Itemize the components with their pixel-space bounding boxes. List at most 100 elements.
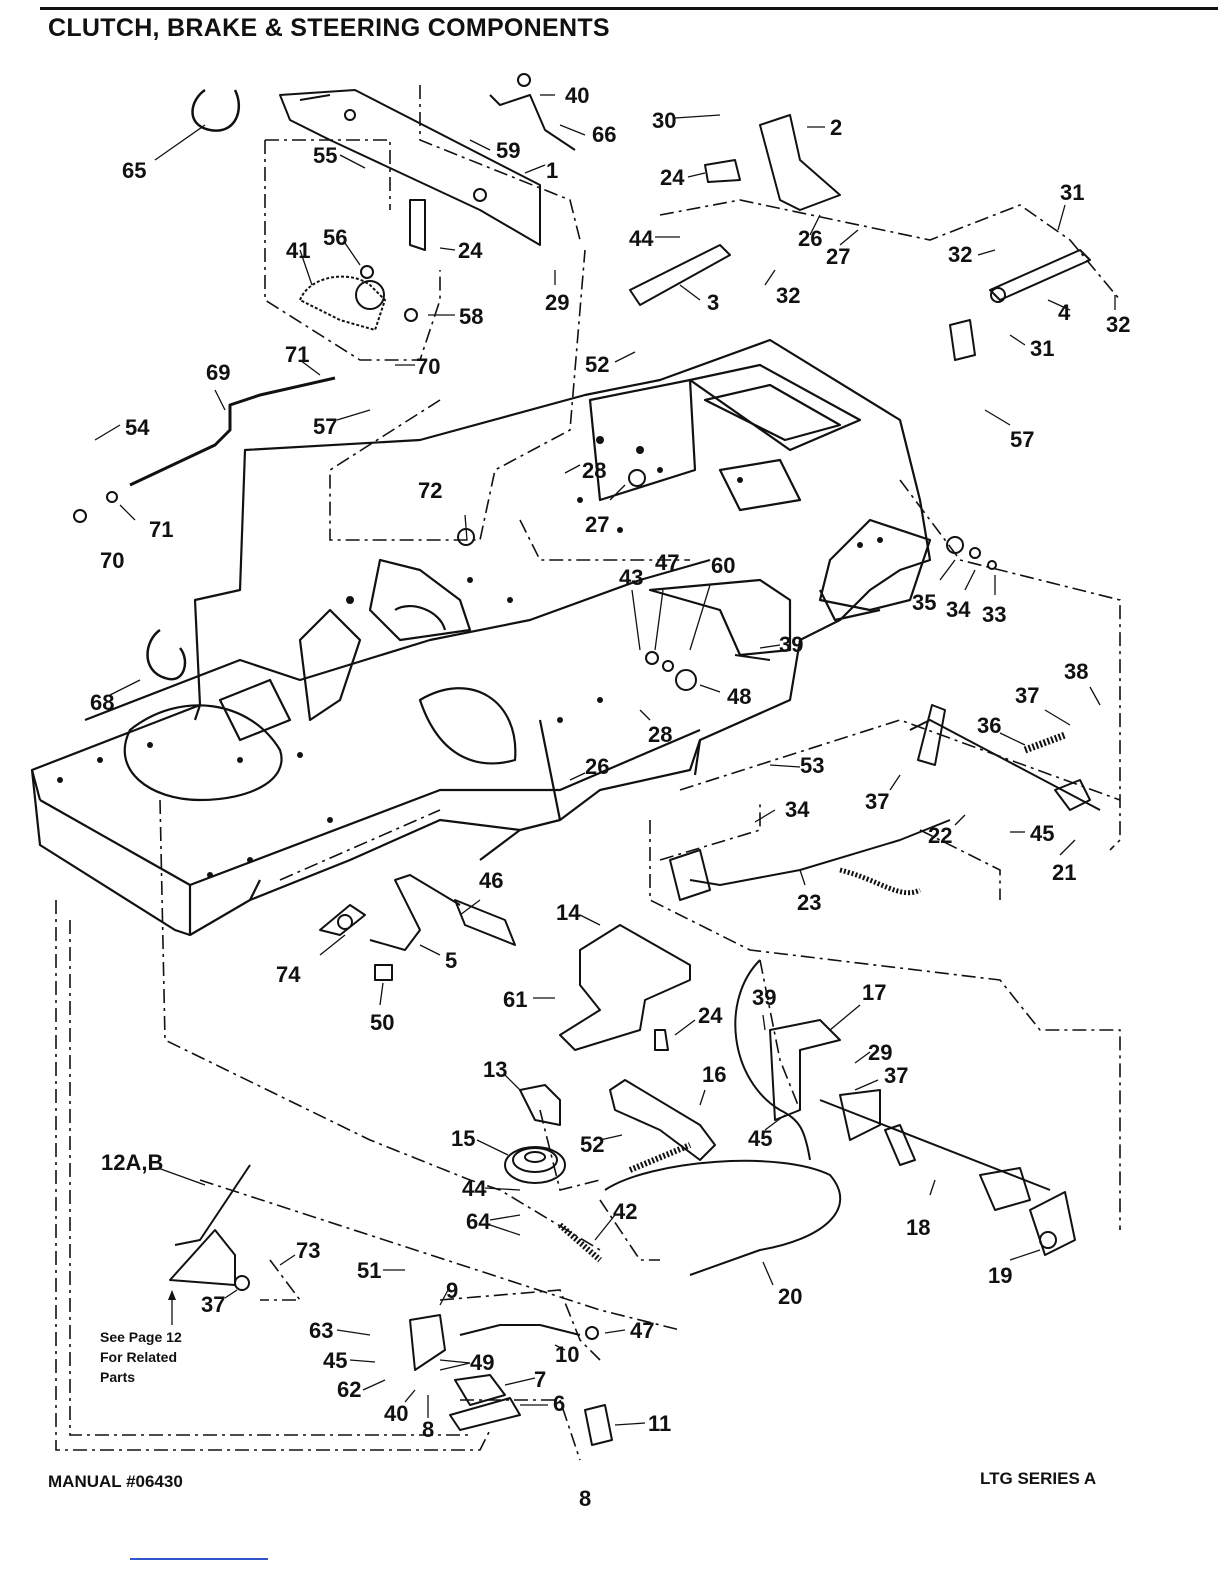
part-10-rod [459,1324,581,1336]
callout-40b: 40 [384,1401,408,1426]
callout-56: 56 [323,225,347,250]
part-23-rod [689,819,951,886]
callout-3: 3 [707,290,719,315]
callout-45c: 45 [323,1348,347,1373]
callout-70b: 70 [100,548,124,573]
callout-27: 27 [826,244,850,269]
callout-64: 64 [466,1209,491,1234]
callout-71: 71 [285,342,309,367]
callout-44b: 44 [462,1176,487,1201]
callout-44: 44 [629,226,654,251]
part-36-spring [1023,731,1067,754]
callout-6: 6 [553,1391,565,1416]
callout-37c: 37 [884,1063,908,1088]
note-line-2: For Related [100,1349,177,1365]
callout-2: 2 [830,115,842,140]
callout-40: 40 [565,83,589,108]
callout-9: 9 [446,1278,458,1303]
callout-59: 59 [496,138,520,163]
callout-39b: 39 [752,985,776,1010]
part-65-ring [191,88,241,132]
callout-16: 16 [702,1062,726,1087]
callout-1: 1 [546,158,558,183]
callout-12ab: 12A,B [101,1150,163,1175]
part-16-bracket [609,1079,716,1161]
assembly-boundary-lines [55,85,1121,1461]
callout-29b: 29 [868,1040,892,1065]
part-66-rod [489,94,576,151]
callout-28b: 28 [648,722,672,747]
top-rule [40,7,1218,10]
callout-62: 62 [337,1377,361,1402]
chassis-holes [57,436,883,878]
callout-24: 24 [458,238,483,263]
callout-29: 29 [545,290,569,315]
callout-57: 57 [313,414,337,439]
callout-31b: 31 [1030,336,1054,361]
callout-74: 74 [276,962,301,987]
callout-7: 7 [534,1367,546,1392]
callout-54: 54 [125,415,150,440]
part-1-bracket [279,89,541,246]
callout-47: 47 [655,550,679,575]
callout-53: 53 [800,753,824,778]
callout-34b: 34 [785,797,810,822]
callout-70: 70 [416,354,440,379]
part-74-plate [319,904,366,936]
callout-27b: 27 [585,512,609,537]
callout-24c: 24 [698,1003,723,1028]
callout-37b: 37 [865,789,889,814]
callout-26b: 26 [585,754,609,779]
callout-18: 18 [906,1215,930,1240]
callout-8: 8 [422,1417,434,1442]
callout-63: 63 [309,1318,333,1343]
callout-32b: 32 [948,242,972,267]
callout-68: 68 [90,690,114,715]
page-number: 8 [579,1486,592,1511]
callout-49: 49 [470,1350,494,1375]
part-4-arm [989,249,1091,301]
see-page-note: See Page 12 For Related Parts [100,1329,182,1385]
callout-23: 23 [797,890,821,915]
callout-45: 45 [1030,821,1054,846]
part-14-bracket [559,924,691,1051]
note-line-3: Parts [100,1369,135,1385]
part-69-drag-link [129,376,336,487]
part-24-shaft [409,199,426,251]
callout-26: 26 [798,226,822,251]
callout-37: 37 [1015,683,1039,708]
leader-lines [94,94,1116,1426]
callout-10: 10 [555,1342,579,1367]
callout-32c: 32 [1106,312,1130,337]
callout-11: 11 [648,1411,671,1436]
part-42-spring [558,1222,602,1263]
callout-72: 72 [418,478,442,503]
part-41-sector-gear [299,275,386,331]
callout-46: 46 [479,868,503,893]
part-18-shaft [819,1099,1051,1191]
callout-19: 19 [988,1263,1012,1288]
note-line-1: See Page 12 [100,1329,182,1345]
part-3-tie-rod [629,244,731,306]
chassis-frame [30,338,932,937]
callout-21: 21 [1052,860,1076,885]
callout-66: 66 [592,122,616,147]
callout-45b: 45 [748,1126,772,1151]
callout-4: 4 [1058,300,1071,325]
bottom-blue-line [130,1558,268,1560]
part-9-bracket [409,1314,446,1371]
callout-65: 65 [122,158,146,183]
callout-51: 51 [357,1258,381,1283]
callout-32: 32 [776,283,800,308]
part-2-bracket [759,114,841,211]
callout-39: 39 [779,632,803,657]
callout-58: 58 [459,304,483,329]
callout-37d: 37 [201,1292,225,1317]
callout-48: 48 [727,684,751,709]
callout-13: 13 [483,1057,507,1082]
callout-24b: 24 [660,165,685,190]
part-6-bracket [449,1397,521,1431]
callout-69: 69 [206,360,230,385]
callout-17: 17 [862,980,886,1005]
callout-28: 28 [582,458,606,483]
